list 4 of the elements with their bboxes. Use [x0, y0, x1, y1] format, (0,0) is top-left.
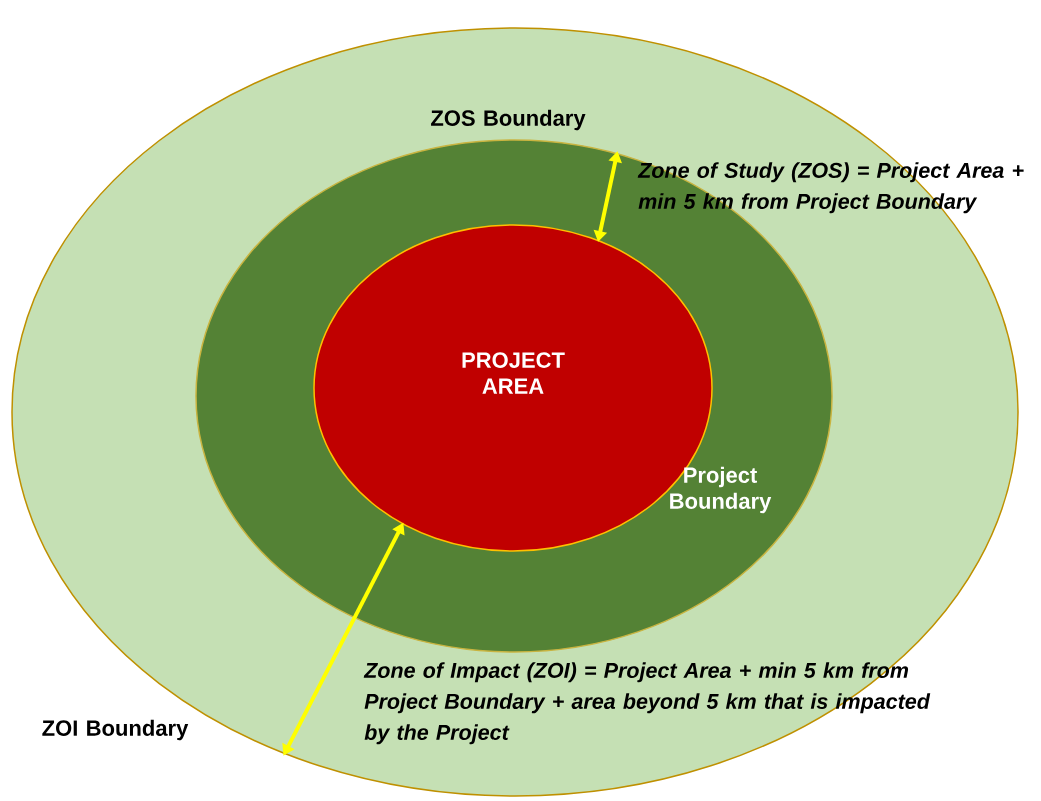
zone-label: ZOI Boundary: [42, 719, 189, 741]
zone-label: Project Boundary: [670, 466, 772, 514]
zone-label: ZOS Boundary: [431, 109, 586, 131]
zone-label: PROJECT AREA: [462, 352, 565, 394]
